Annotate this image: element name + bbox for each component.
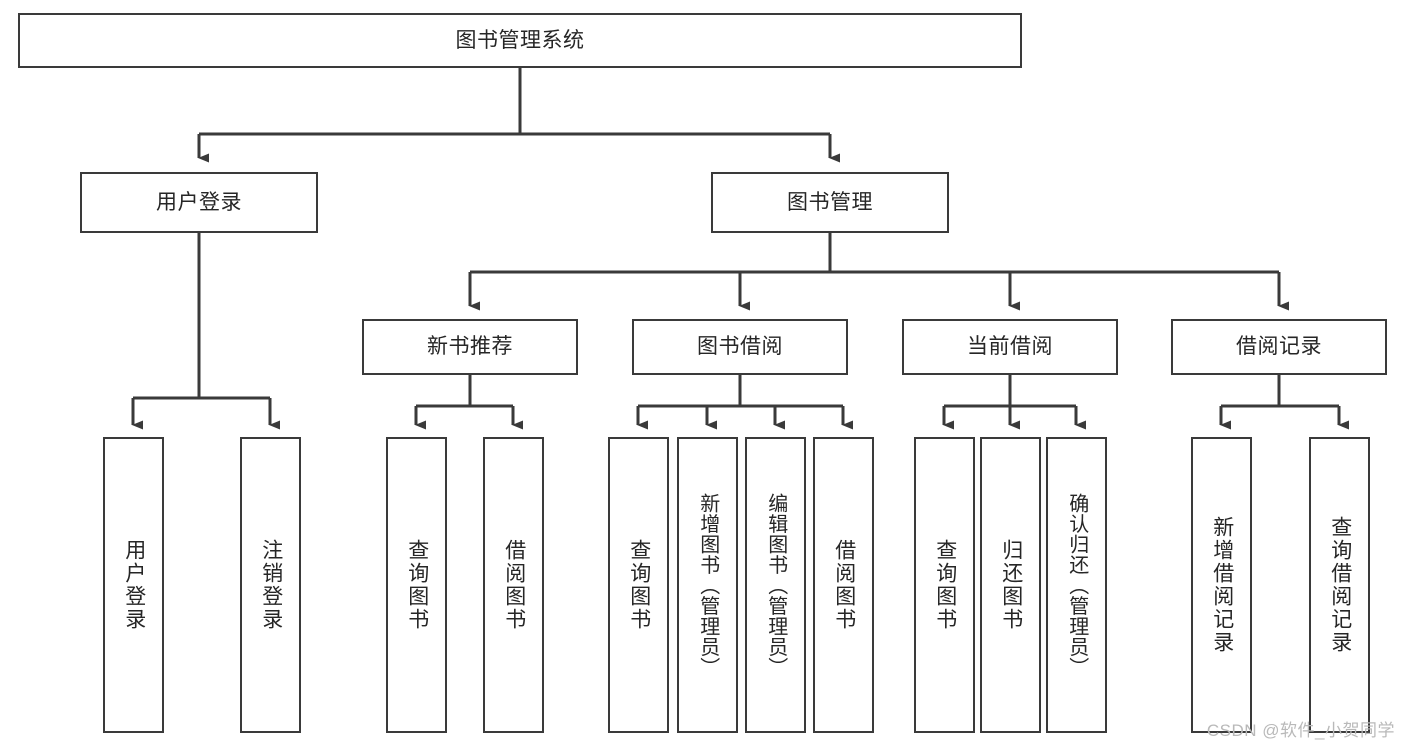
- node-leaf-query-record-label: 查询借阅记录: [1328, 516, 1352, 654]
- node-leaf-add-book-label: 新增图书（管理员）: [696, 492, 719, 678]
- node-new-book-recommend-label: 新书推荐: [427, 335, 513, 359]
- node-current-borrow[interactable]: 当前借阅: [902, 319, 1118, 375]
- node-leaf-edit-book[interactable]: 编辑图书（管理员）: [745, 437, 806, 733]
- node-leaf-user-login[interactable]: 用户登录: [103, 437, 164, 733]
- node-borrow-record-label: 借阅记录: [1236, 335, 1322, 359]
- node-leaf-add-record[interactable]: 新增借阅记录: [1191, 437, 1252, 733]
- node-leaf-return-book-label: 归还图书: [999, 539, 1023, 631]
- node-leaf-logout[interactable]: 注销登录: [240, 437, 301, 733]
- node-leaf-query-book-3-label: 查询图书: [933, 539, 957, 631]
- node-leaf-query-record[interactable]: 查询借阅记录: [1309, 437, 1370, 733]
- node-book-manage[interactable]: 图书管理: [711, 172, 949, 233]
- node-root-label: 图书管理系统: [455, 28, 585, 52]
- node-leaf-add-book[interactable]: 新增图书（管理员）: [677, 437, 738, 733]
- node-leaf-borrow-book-1[interactable]: 借阅图书: [483, 437, 544, 733]
- node-leaf-borrow-book-2-label: 借阅图书: [832, 539, 856, 631]
- node-leaf-query-book-2[interactable]: 查询图书: [608, 437, 669, 733]
- node-leaf-add-record-label: 新增借阅记录: [1210, 516, 1234, 654]
- node-leaf-query-book-1-label: 查询图书: [405, 539, 429, 631]
- node-leaf-confirm-return[interactable]: 确认归还（管理员）: [1046, 437, 1107, 733]
- node-borrow-record[interactable]: 借阅记录: [1171, 319, 1387, 375]
- node-book-manage-label: 图书管理: [787, 190, 873, 214]
- node-user-login-label: 用户登录: [156, 190, 242, 214]
- node-leaf-borrow-book-1-label: 借阅图书: [502, 539, 526, 631]
- node-leaf-borrow-book-2[interactable]: 借阅图书: [813, 437, 874, 733]
- node-user-login[interactable]: 用户登录: [80, 172, 318, 233]
- node-book-borrow-label: 图书借阅: [697, 335, 783, 359]
- node-leaf-logout-label: 注销登录: [259, 539, 283, 631]
- node-new-book-recommend[interactable]: 新书推荐: [362, 319, 578, 375]
- node-current-borrow-label: 当前借阅: [967, 335, 1053, 359]
- node-leaf-query-book-2-label: 查询图书: [627, 539, 651, 631]
- node-book-borrow[interactable]: 图书借阅: [632, 319, 848, 375]
- node-leaf-query-book-1[interactable]: 查询图书: [386, 437, 447, 733]
- node-leaf-edit-book-label: 编辑图书（管理员）: [764, 492, 787, 678]
- node-leaf-query-book-3[interactable]: 查询图书: [914, 437, 975, 733]
- node-leaf-user-login-label: 用户登录: [122, 539, 146, 631]
- node-leaf-return-book[interactable]: 归还图书: [980, 437, 1041, 733]
- watermark-text: CSDN @软件_小贺同学: [1206, 721, 1395, 740]
- node-leaf-confirm-return-label: 确认归还（管理员）: [1065, 492, 1088, 678]
- node-root[interactable]: 图书管理系统: [18, 13, 1022, 68]
